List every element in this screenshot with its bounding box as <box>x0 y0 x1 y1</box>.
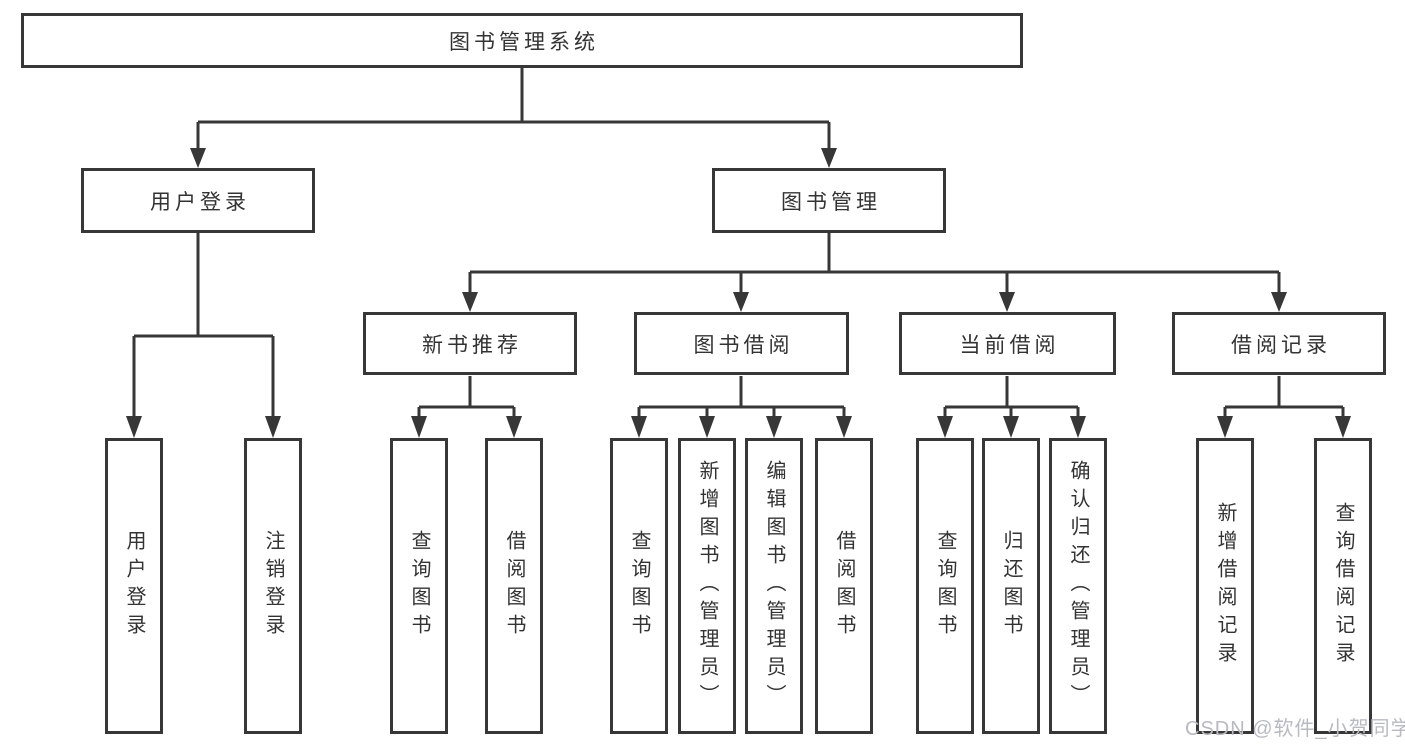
leaf-user-login: 用户登录 <box>105 438 163 734</box>
leaf-add-borrow-record: 新增借阅记录 <box>1196 438 1254 734</box>
leaf-confirm-return-admin: 确认归还（管理员） <box>1049 438 1107 734</box>
leaf-query-borrow-record: 查询借阅记录 <box>1314 438 1372 734</box>
node-user-login: 用户登录 <box>81 168 315 233</box>
leaf-return-books: 归还图书 <box>982 438 1040 734</box>
leaf-query-books-recommend: 查询图书 <box>390 438 448 734</box>
leaf-borrow-books: 借阅图书 <box>815 438 873 734</box>
node-current-borrowing: 当前借阅 <box>899 312 1116 375</box>
leaf-logout-login: 注销登录 <box>244 438 302 734</box>
node-book-management: 图书管理 <box>712 168 946 233</box>
node-book-borrowing: 图书借阅 <box>634 312 849 375</box>
node-new-book-recommend: 新书推荐 <box>363 312 577 375</box>
node-borrowing-records: 借阅记录 <box>1172 312 1386 375</box>
node-library-system: 图书管理系统 <box>21 13 1023 68</box>
leaf-borrow-books-recommend: 借阅图书 <box>485 438 543 734</box>
leaf-edit-books-admin: 编辑图书（管理员） <box>745 438 803 734</box>
leaf-add-books-admin: 新增图书（管理员） <box>678 438 736 734</box>
leaf-query-books-current: 查询图书 <box>916 438 974 734</box>
leaf-query-books-borrowing: 查询图书 <box>610 438 668 734</box>
watermark-text: CSDN @软件_小贺同学 <box>1185 718 1405 740</box>
